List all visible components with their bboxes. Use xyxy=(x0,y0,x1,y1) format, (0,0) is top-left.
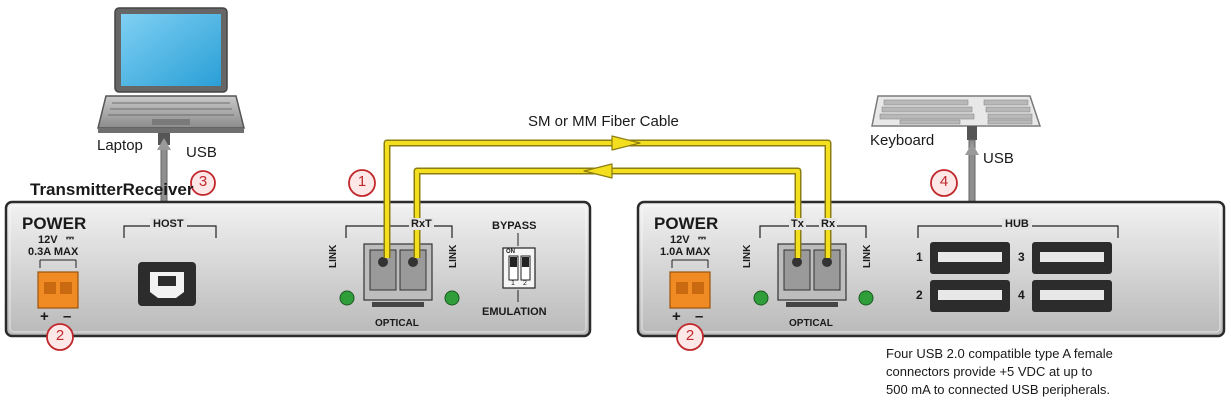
callout-3-number: 3 xyxy=(198,173,208,190)
hub-port-4-number: 4 xyxy=(1018,288,1025,302)
callout-3 xyxy=(190,170,216,196)
receiver-link-right-label: LINK xyxy=(862,244,873,268)
keyboard-icon xyxy=(871,95,1042,127)
callout-1-number: 1 xyxy=(357,173,367,190)
callout-2-left xyxy=(46,323,74,351)
transmitter-optical-label: OPTICAL xyxy=(375,318,419,329)
callout-2-right xyxy=(676,323,704,351)
usb-a-port-1 xyxy=(930,242,1010,274)
laptop-icon xyxy=(97,7,245,133)
transmitter-fiber-port xyxy=(345,225,453,307)
hub-label: HUB xyxy=(1002,218,1032,230)
fiber-cable-label: SM or MM Fiber Cable xyxy=(528,113,679,130)
transmitter-power-terminal xyxy=(37,259,79,309)
bypass-label: BYPASS xyxy=(492,220,537,232)
receiver-voltage: 12V xyxy=(670,234,690,246)
callout-4 xyxy=(930,169,958,197)
receiver-link-left-label: LINK xyxy=(742,244,753,268)
usb-a-port-3 xyxy=(1032,242,1112,274)
callout-1 xyxy=(348,169,376,197)
usb-a-port-2 xyxy=(930,280,1010,312)
receiver-tx-label: Tx xyxy=(789,218,806,230)
dip-2-label: 2 xyxy=(523,280,527,287)
transmitter-link-left-label: LINK xyxy=(328,244,339,268)
receiver-current: 1.0A MAX xyxy=(660,246,711,258)
transmitter-title: TransmitterReceiver xyxy=(30,180,194,199)
receiver-link-led-left xyxy=(753,290,769,306)
transmitter-plus: + xyxy=(40,308,49,325)
hub-port-1-number: 1 xyxy=(916,250,923,264)
fiber-cables xyxy=(383,135,832,258)
dip-1-label: 1 xyxy=(511,280,515,287)
receiver-link-led-right xyxy=(858,290,874,306)
usb-a-port-4 xyxy=(1032,280,1112,312)
callout-2-right-number: 2 xyxy=(685,327,695,344)
laptop-label: Laptop xyxy=(97,137,143,154)
receiver-optical-label: OPTICAL xyxy=(789,318,833,329)
usb-note-line-2: connectors provide +5 VDC at up to xyxy=(886,364,1093,379)
usb-hub-ports xyxy=(917,225,1119,312)
transmitter-link-led-left xyxy=(339,290,355,306)
keyboard-usb-label: USB xyxy=(983,150,1014,167)
callout-markers xyxy=(46,169,958,351)
transmitter-link-right-label: LINK xyxy=(448,244,459,268)
transmitter-voltage: 12V xyxy=(38,234,58,246)
dip-on-label: ON xyxy=(506,249,515,255)
host-label: HOST xyxy=(150,218,187,230)
keyboard-label: Keyboard xyxy=(870,132,935,149)
emulation-dip-switch xyxy=(502,233,536,302)
transmitter-dc-symbol: ⎓ xyxy=(66,233,74,244)
receiver-rx-label: Rx xyxy=(819,218,838,230)
transmitter-link-led-right xyxy=(444,290,460,306)
transmitter-power-label: POWER xyxy=(22,214,87,233)
transmitter-minus: – xyxy=(63,308,72,325)
usb-note-line-3: 500 mA to connected USB peripherals. xyxy=(886,382,1111,397)
hub-port-3-number: 3 xyxy=(1018,250,1025,264)
laptop-usb-label: USB xyxy=(186,144,217,161)
receiver-dc-symbol: ⎓ xyxy=(698,233,706,244)
transmitter-current: 0.3A MAX xyxy=(28,246,79,258)
transmitter-port-label: RxT xyxy=(409,218,434,230)
callout-4-number: 4 xyxy=(939,173,949,190)
callout-2-left-number: 2 xyxy=(55,327,65,344)
usb-note-line-1: Four USB 2.0 compatible type A female xyxy=(886,346,1113,361)
emulation-label: EMULATION xyxy=(482,306,547,318)
receiver-power-label: POWER xyxy=(654,214,719,233)
host-port xyxy=(123,225,217,306)
receiver-power-terminal xyxy=(669,259,711,309)
receiver-minus: – xyxy=(695,308,704,325)
receiver-plus: + xyxy=(672,308,681,325)
hub-port-2-number: 2 xyxy=(916,288,923,302)
